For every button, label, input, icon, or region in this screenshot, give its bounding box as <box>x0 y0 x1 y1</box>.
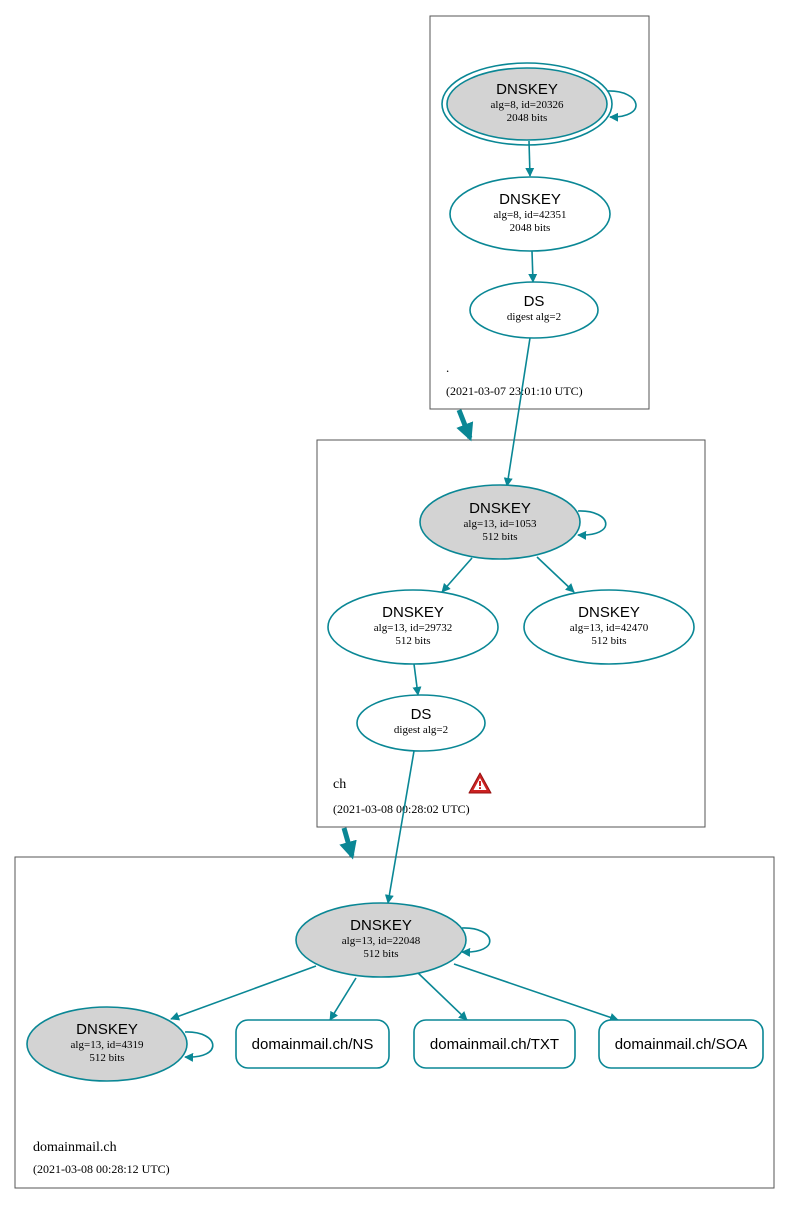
node-detail: 512 bits <box>363 948 398 960</box>
node-detail: alg=13, id=4319 <box>71 1039 144 1051</box>
node-detail: 512 bits <box>89 1052 124 1064</box>
edge-ch-ksk-to-ch-zsk1 <box>441 557 473 593</box>
node-detail: alg=13, id=1053 <box>464 518 537 530</box>
zone-domainmail-timestamp: (2021-03-08 00:28:12 UTC) <box>33 1162 170 1176</box>
node-ch-ds: DS digest alg=2 <box>356 694 486 752</box>
delegation-arrow-root-ch <box>456 409 474 442</box>
node-detail: alg=13, id=42470 <box>570 622 649 634</box>
edges <box>170 90 637 1062</box>
self-loop-dm-key2 <box>184 1031 214 1062</box>
zone-domainmail: domainmail.ch (2021-03-08 00:28:12 UTC) <box>14 856 775 1189</box>
warning-icon <box>468 772 492 794</box>
node-title: DNSKEY <box>382 604 444 621</box>
node-detail: alg=8, id=20326 <box>491 99 564 111</box>
edge-root-ksk-to-root-zsk <box>525 140 535 177</box>
edge-dm-ksk-to-rr-txt <box>416 971 468 1021</box>
zone-root-name: . <box>446 360 449 375</box>
node-title: DS <box>524 293 545 310</box>
node-ch-zsk1: DNSKEY alg=13, id=29732 512 bits <box>327 589 499 665</box>
node-root-zsk: DNSKEY alg=8, id=42351 2048 bits <box>449 176 611 252</box>
node-detail: 2048 bits <box>507 112 548 124</box>
zone-root-timestamp: (2021-03-07 23:01:10 UTC) <box>446 384 583 398</box>
node-detail: alg=13, id=22048 <box>342 935 421 947</box>
node-ch-ksk: DNSKEY alg=13, id=1053 512 bits <box>419 484 581 560</box>
zone-root: . (2021-03-07 23:01:10 UTC) <box>429 15 650 410</box>
zone-domainmail-name: domainmail.ch <box>33 1140 117 1155</box>
edge-ch-ds-to-dm-ksk <box>384 750 415 904</box>
node-title: DNSKEY <box>469 500 531 517</box>
node-detail: alg=13, id=29732 <box>374 622 452 634</box>
record-txt: domainmail.ch/TXT <box>413 1019 576 1069</box>
node-root-ds: DS digest alg=2 <box>469 281 599 339</box>
zone-ch: ch (2021-03-08 00:28:02 UTC) <box>316 439 706 828</box>
node-detail: digest alg=2 <box>507 311 561 323</box>
self-loop-root-ksk <box>606 90 637 122</box>
self-loop-ch-ksk <box>577 510 607 540</box>
delegation-arrow-ch-domainmail <box>339 827 357 860</box>
edge-dm-ksk-to-dm-key2 <box>170 965 317 1021</box>
node-title: DNSKEY <box>350 917 412 934</box>
record-label: domainmail.ch/NS <box>252 1036 374 1053</box>
record-soa: domainmail.ch/SOA <box>598 1019 764 1069</box>
edge-root-ds-to-ch-ksk <box>503 337 531 487</box>
node-detail: 512 bits <box>591 635 626 647</box>
node-dm-ksk: DNSKEY alg=13, id=22048 512 bits <box>295 902 467 978</box>
node-title: DNSKEY <box>76 1021 138 1038</box>
edge-root-zsk-to-root-ds <box>528 250 538 283</box>
self-loop-dm-ksk <box>461 927 491 957</box>
node-dm-key2: DNSKEY alg=13, id=4319 512 bits <box>26 1006 188 1082</box>
edge-dm-ksk-to-rr-soa <box>453 963 619 1022</box>
node-title: DNSKEY <box>499 191 561 208</box>
node-detail: alg=8, id=42351 <box>494 209 567 221</box>
node-title: DS <box>411 706 432 723</box>
node-detail: digest alg=2 <box>394 724 448 736</box>
zone-ch-name: ch <box>333 777 346 792</box>
zone-ch-timestamp: (2021-03-08 00:28:02 UTC) <box>333 802 470 816</box>
node-title: DNSKEY <box>496 81 558 98</box>
edge-dm-ksk-to-rr-ns <box>329 977 357 1021</box>
node-detail: 2048 bits <box>510 222 551 234</box>
edge-ch-zsk1-to-ch-ds <box>412 663 422 696</box>
node-detail: 512 bits <box>395 635 430 647</box>
node-ch-zsk2: DNSKEY alg=13, id=42470 512 bits <box>523 589 695 665</box>
edge-ch-ksk-to-ch-zsk2 <box>536 556 575 593</box>
record-label: domainmail.ch/SOA <box>615 1036 748 1053</box>
node-detail: 512 bits <box>482 531 517 543</box>
node-title: DNSKEY <box>578 604 640 621</box>
record-ns: domainmail.ch/NS <box>235 1019 390 1069</box>
node-root-ksk: DNSKEY alg=8, id=20326 2048 bits <box>441 62 613 146</box>
record-label: domainmail.ch/TXT <box>430 1036 559 1053</box>
